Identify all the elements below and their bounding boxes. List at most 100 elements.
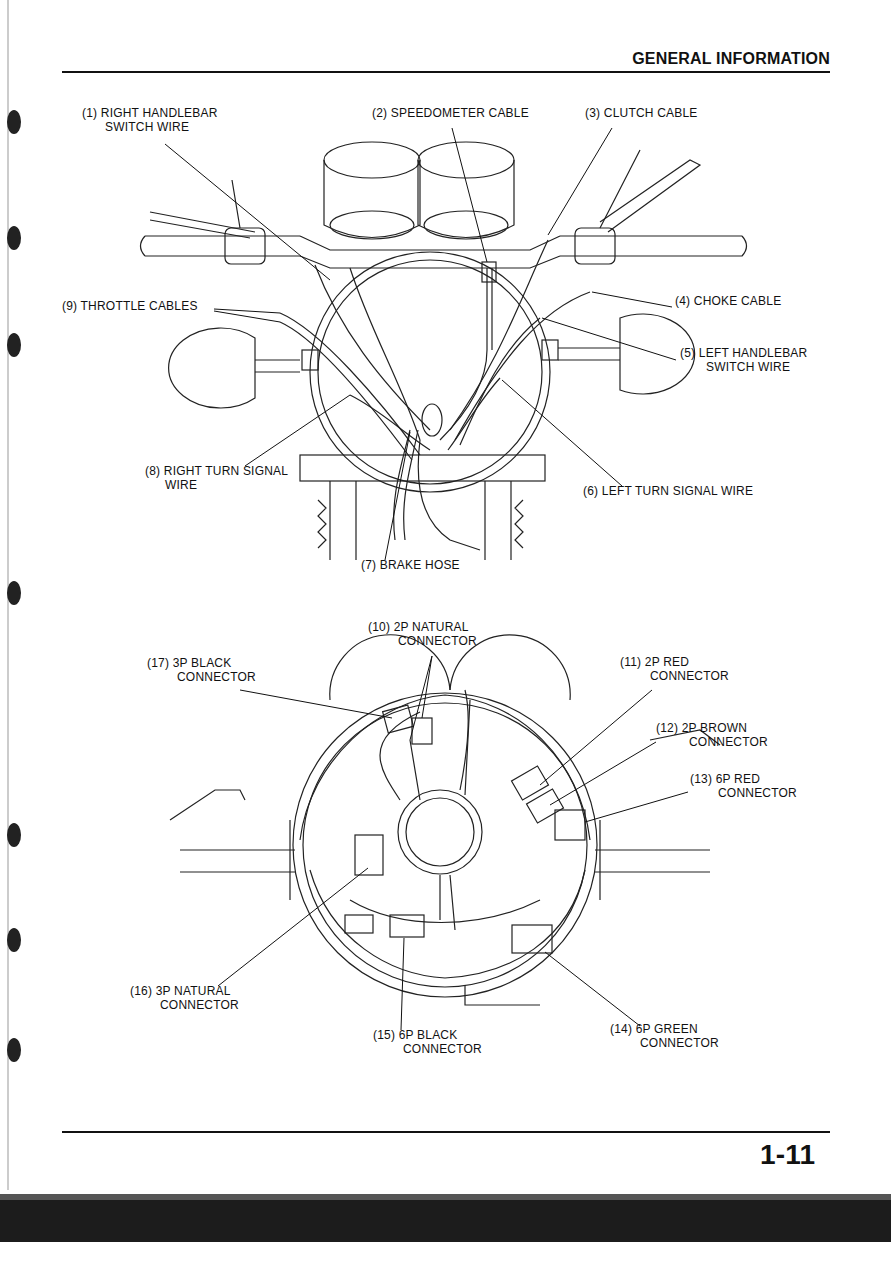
top-view-handlebar-part — [394, 430, 418, 540]
top-view-handlebar-part — [542, 340, 558, 360]
scan-band — [0, 1194, 891, 1242]
top-view-handlebar-part — [255, 360, 300, 372]
callout-label: (10) 2P NATURAL CONNECTOR — [368, 620, 506, 648]
page-rules — [8, 0, 830, 1190]
top-view-handlebar-part — [448, 378, 500, 450]
leader-lines-part — [550, 742, 656, 805]
leader-lines-part — [165, 144, 330, 280]
top-view-handlebar-part — [515, 500, 523, 548]
callout-label: (4) CHOKE CABLE — [675, 294, 825, 308]
top-view-handlebar-part — [280, 322, 412, 460]
callout-label: (13) 6P RED CONNECTOR — [690, 772, 812, 800]
headlight-case-interior-part — [465, 985, 540, 1005]
leader-lines-part — [585, 792, 688, 822]
callout-label: (1) RIGHT HANDLEBAR SWITCH WIRE — [82, 106, 244, 134]
top-view-handlebar-part — [482, 262, 496, 282]
headlight-case-interior-part — [300, 695, 590, 840]
leader-lines-part — [452, 128, 487, 262]
top-view-handlebar-part — [318, 500, 326, 548]
callout-label: (5) LEFT HANDLEBAR SWITCH WIRE — [680, 346, 830, 374]
headlight-case-interior-part — [355, 835, 383, 875]
headlight-case-interior-part — [290, 820, 600, 900]
top-view-handlebar-part — [302, 350, 318, 370]
top-view-handlebar-part — [315, 265, 430, 430]
top-view-handlebar-part — [491, 268, 492, 350]
callout-label: (8) RIGHT TURN SIGNAL WIRE — [145, 464, 315, 492]
page-number: 1-11 — [760, 1140, 850, 1170]
leader-lines-part — [545, 952, 640, 1026]
top-view-handlebar-part — [350, 395, 430, 450]
top-view-handlebar-part — [440, 268, 487, 440]
callout-label: (11) 2P RED CONNECTOR — [620, 655, 742, 683]
callout-label: (16) 3P NATURAL CONNECTOR — [130, 984, 268, 1012]
scan-band-part — [0, 1194, 891, 1242]
top-view-handlebar-part — [600, 160, 700, 232]
top-view-handlebar-part — [225, 228, 265, 264]
leader-lines-part — [548, 128, 612, 235]
top-view-handlebar-part — [560, 236, 747, 256]
page-header: GENERAL INFORMATION — [600, 50, 830, 68]
leader-lines-part — [218, 868, 368, 986]
callout-label: (6) LEFT TURN SIGNAL WIRE — [583, 484, 843, 498]
top-view-handlebar-part — [450, 240, 548, 430]
top-view-handlebar-part — [418, 440, 480, 550]
top-view-handlebar-part — [460, 318, 540, 445]
headlight-case-interior-part — [512, 925, 552, 953]
leader-lines-part — [502, 380, 622, 486]
top-view-handlebar-part — [422, 404, 442, 436]
top-view-handlebar-part — [424, 211, 508, 239]
callout-label: (15) 6P BLACK CONNECTOR — [373, 1028, 505, 1056]
leader-lines-part — [542, 318, 676, 360]
headlight-case-interior-part — [555, 810, 585, 840]
leader-lines-part — [592, 292, 672, 307]
headlight-case-interior-part — [390, 915, 424, 937]
scan-band-part — [0, 1194, 891, 1200]
headlight-case-interior — [170, 635, 720, 1005]
binding-marks-part — [7, 226, 21, 250]
leader-lines-part — [385, 432, 410, 560]
top-view-handlebar-part — [300, 455, 545, 481]
binding-marks — [7, 110, 21, 1062]
page-rules-part — [62, 71, 830, 73]
top-view-handlebar-part — [141, 236, 301, 256]
binding-marks-part — [7, 928, 21, 952]
page-rules-part — [62, 1131, 830, 1133]
callout-label: (2) SPEEDOMETER CABLE — [372, 106, 572, 120]
binding-marks-part — [7, 333, 21, 357]
top-view-handlebar-part — [418, 160, 514, 238]
binding-marks-part — [7, 1038, 21, 1062]
binding-marks-part — [7, 581, 21, 605]
top-view-handlebar-part — [558, 348, 620, 360]
binding-marks-part — [7, 110, 21, 134]
headlight-case-interior-part — [345, 915, 373, 933]
headlight-case-interior-part — [383, 705, 414, 733]
headlight-case-interior-part — [398, 790, 482, 874]
leader-lines-part — [401, 938, 404, 1030]
headlight-case-interior-part — [527, 789, 564, 823]
top-view-handlebar-part — [455, 292, 590, 440]
top-view-handlebar-part — [169, 328, 255, 408]
leader-lines-part — [245, 395, 350, 466]
leader-lines-part — [410, 656, 432, 740]
callout-label: (17) 3P BLACK CONNECTOR — [147, 656, 277, 684]
top-view-handlebar-part — [350, 268, 420, 440]
headlight-case-interior-part — [410, 700, 470, 800]
leader-lines-part — [240, 690, 392, 718]
top-view-handlebar-part — [324, 160, 420, 238]
callout-label: (12) 2P BROWN CONNECTOR — [656, 721, 788, 749]
callout-label: (7) BRAKE HOSE — [361, 558, 491, 572]
leader-lines — [165, 128, 688, 1030]
headlight-case-interior-part — [350, 900, 540, 923]
callout-label: (3) CLUTCH CABLE — [585, 106, 755, 120]
callout-label: (14) 6P GREEN CONNECTOR — [610, 1022, 742, 1050]
leader-lines-part — [540, 690, 652, 785]
headlight-case-interior-part — [180, 850, 710, 872]
top-view-handlebar-part — [324, 142, 420, 178]
headlight-case-interior-part — [293, 693, 597, 997]
top-view-handlebar-part — [310, 252, 550, 492]
top-view-handlebar-part — [330, 211, 414, 239]
headlight-case-interior-part — [310, 870, 585, 978]
headlight-case-interior-part — [440, 875, 455, 930]
headlight-case-interior-part — [406, 798, 474, 866]
